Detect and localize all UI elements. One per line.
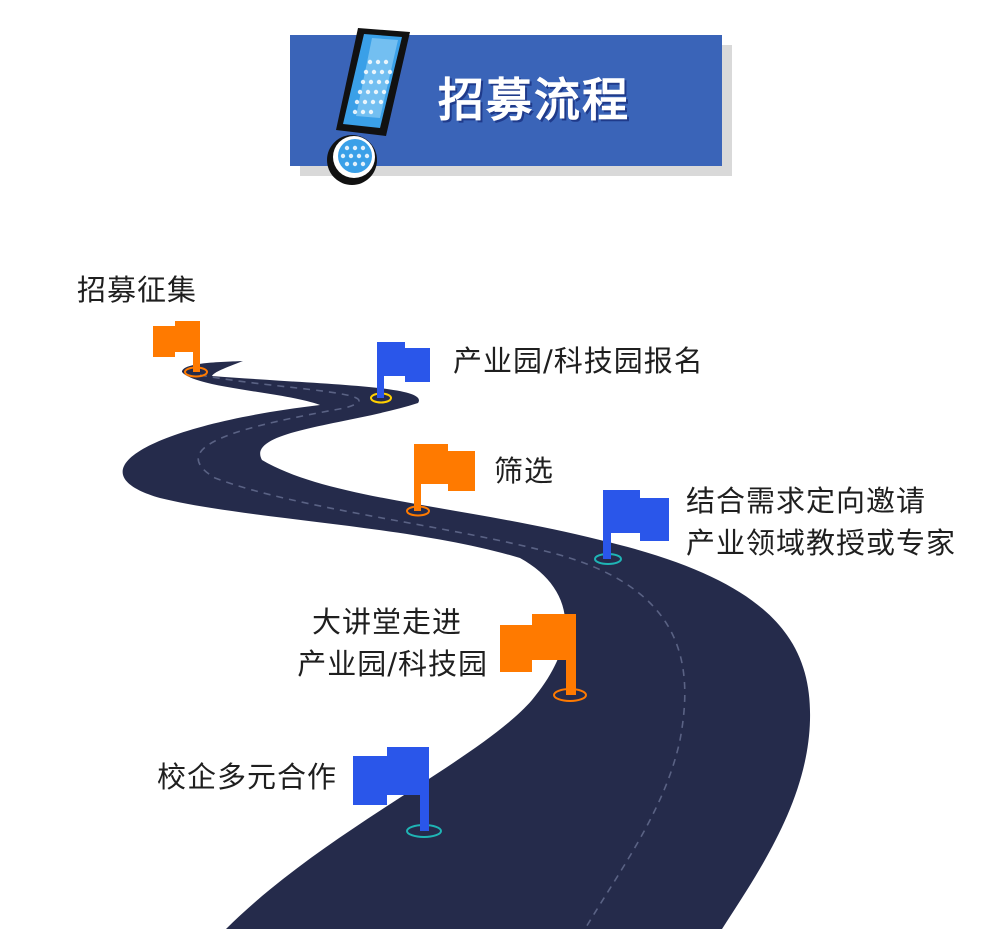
step-2-flag-marker [370, 342, 430, 404]
page-title: 招募流程 [438, 73, 630, 127]
step-4-label-line-1: 结合需求定向邀请 [686, 484, 927, 518]
step-5-flag-cloth [500, 614, 576, 672]
step-6-flag-cloth [353, 747, 429, 805]
step-4-label-line-2: 产业领域教授或专家 [686, 526, 957, 560]
title-banner [290, 28, 732, 185]
step-3-label: 筛选 [494, 454, 555, 488]
step-1-flag-marker [153, 321, 208, 378]
step-5-label: 大讲堂走进 产业园/科技园 [270, 603, 488, 683]
step-5-flag-marker [500, 614, 587, 702]
step-1-flag-cloth [153, 321, 200, 357]
step-4-label: 结合需求定向邀请 产业领域教授或专家 [686, 482, 956, 562]
step-4-flag-marker [594, 490, 669, 565]
step-4-flag-cloth [603, 490, 669, 541]
step-2-label: 产业园/科技园报名 [453, 344, 704, 378]
exclamation-icon [327, 28, 410, 185]
winding-road [122, 361, 811, 929]
step-5-label-line-1: 大讲堂走进 [311, 605, 462, 639]
step-2-flag-cloth [377, 342, 430, 382]
step-3-flag-cloth [414, 444, 475, 491]
road-center-dashes [197, 374, 686, 929]
step-1-label: 招募征集 [77, 273, 198, 307]
step-6-flag-marker [353, 747, 442, 838]
step-3-flag-marker [406, 444, 475, 517]
step-5-label-line-2: 产业园/科技园 [297, 647, 488, 681]
road-body [122, 361, 811, 929]
step-6-label: 校企多元合作 [157, 760, 338, 794]
